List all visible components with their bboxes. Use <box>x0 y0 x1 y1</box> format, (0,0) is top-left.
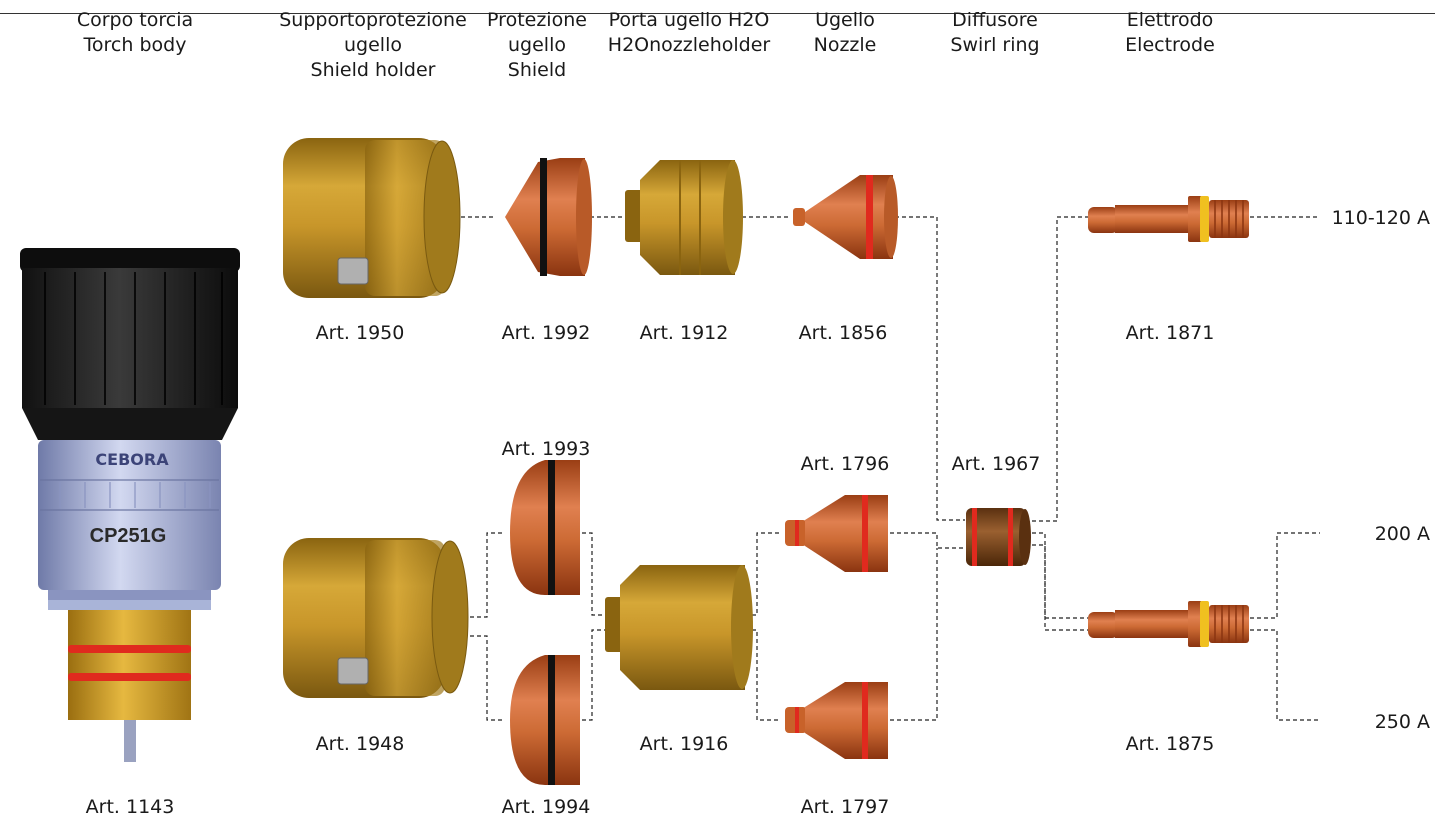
label-art-1871: Art. 1871 <box>1125 322 1215 344</box>
current-200: 200 A <box>1374 523 1430 545</box>
part-1797-image <box>785 682 888 759</box>
label-art-1950: Art. 1950 <box>315 322 405 344</box>
current-110-120: 110-120 A <box>1331 207 1430 229</box>
part-1856-image <box>793 175 898 259</box>
torch-brand-text: CEBORA <box>95 450 169 469</box>
label-art-1143: Art. 1143 <box>85 796 175 818</box>
part-1916-image <box>605 565 753 690</box>
part-1950-image <box>283 138 461 298</box>
part-1967-image <box>966 508 1031 566</box>
current-250: 250 A <box>1374 711 1430 733</box>
label-art-1797: Art. 1797 <box>800 796 890 818</box>
label-art-1856: Art. 1856 <box>798 322 888 344</box>
part-1796-image <box>785 495 888 572</box>
top-rule <box>0 13 1435 14</box>
torch-body-image <box>20 248 240 762</box>
part-1871-image <box>1088 196 1249 242</box>
label-art-1967: Art. 1967 <box>951 453 1041 475</box>
part-1948-image <box>283 538 469 698</box>
label-art-1994: Art. 1994 <box>501 796 591 818</box>
part-1912-image <box>625 160 743 275</box>
label-art-1992: Art. 1992 <box>501 322 591 344</box>
connector-lines <box>440 216 1320 721</box>
label-art-1948: Art. 1948 <box>315 733 405 755</box>
label-art-1916: Art. 1916 <box>639 733 729 755</box>
torch-model-text: CP251G <box>90 525 167 547</box>
part-1992-image <box>505 158 592 276</box>
label-art-1912: Art. 1912 <box>639 322 729 344</box>
label-art-1796: Art. 1796 <box>800 453 890 475</box>
label-art-1875: Art. 1875 <box>1125 733 1215 755</box>
part-1994-image <box>510 655 580 785</box>
label-art-1993: Art. 1993 <box>501 438 591 460</box>
part-1875-image <box>1088 601 1249 647</box>
part-1993-image <box>510 460 580 595</box>
